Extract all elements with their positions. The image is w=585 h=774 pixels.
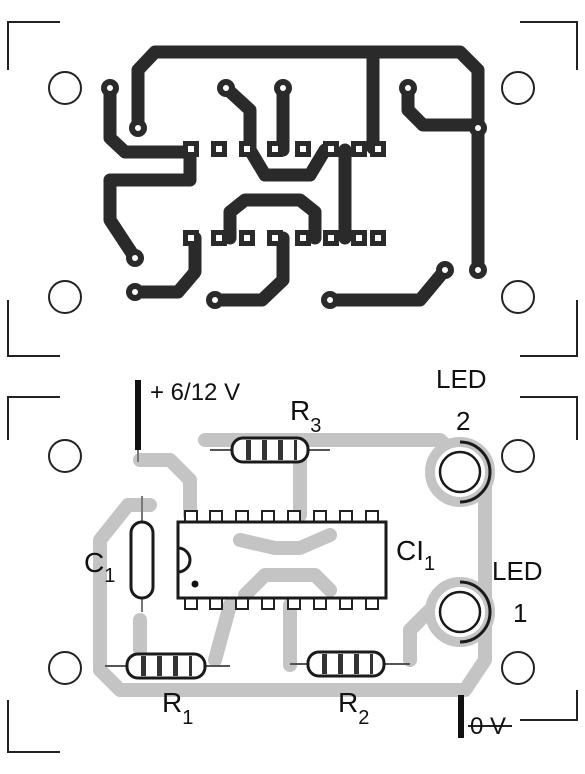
ic-body (176, 520, 388, 600)
ground-label: 0 V (470, 713, 506, 740)
component-pad (126, 249, 144, 267)
ic-subscript: 1 (424, 553, 435, 575)
bottom-board-corners (7, 396, 578, 753)
r1-label: R1 (162, 687, 193, 729)
led2-number: 2 (456, 406, 470, 436)
mounting-hole (501, 280, 535, 314)
top-board-corners (7, 21, 578, 357)
component-pad (126, 283, 144, 301)
mounting-hole (501, 439, 535, 473)
mounting-hole (48, 439, 82, 473)
copper-layout (7, 21, 578, 357)
mounting-hole (48, 71, 82, 105)
mounting-holes-top (48, 71, 535, 314)
mounting-holes-bottom (48, 439, 535, 685)
component-pad (321, 291, 339, 309)
mounting-hole (48, 651, 82, 685)
mounting-hole (501, 71, 535, 105)
copper-traces (103, 45, 485, 307)
r3-letter: R (290, 395, 310, 426)
led-1 (425, 577, 495, 647)
resistor-r2 (290, 650, 410, 678)
pad-drill-holes (188, 146, 381, 241)
round-pads (101, 79, 487, 309)
resistor-r3 (210, 436, 330, 464)
component-pad (217, 79, 235, 97)
mounting-hole (501, 651, 535, 685)
ground-wire (458, 695, 512, 738)
component-pad (101, 79, 119, 97)
r2-letter: R (338, 687, 358, 718)
resistor-r1 (105, 652, 230, 680)
ic-letters: CI (396, 535, 424, 566)
r2-subscript: 2 (358, 707, 369, 729)
component-pad (399, 79, 417, 97)
r1-letter: R (162, 687, 182, 718)
led1-number: 1 (513, 598, 527, 628)
mounting-hole (48, 280, 82, 314)
component-pad (436, 261, 454, 279)
ic-pins-top (184, 510, 379, 523)
ic-label: CI1 (396, 535, 435, 575)
component-placement: + 6/12 V 0 V LED 2 LED 1 R3 R1 R2 C1 CI1 (7, 364, 578, 753)
c1-letter: C (84, 547, 104, 578)
r2-label: R2 (338, 687, 369, 729)
led-2 (425, 437, 495, 507)
component-pad (469, 119, 487, 137)
c1-subscript: 1 (104, 565, 115, 587)
led1-title: LED (492, 556, 543, 586)
supply-label: + 6/12 V (150, 379, 240, 406)
component-pad (206, 291, 224, 309)
component-pad (129, 119, 147, 137)
ic-notch (177, 546, 192, 574)
r3-subscript: 3 (310, 415, 321, 437)
capacitor-c1 (129, 496, 155, 612)
component-pad (274, 79, 292, 97)
ic-chip (176, 510, 388, 610)
led2-title: LED (436, 364, 487, 394)
c1-label: C1 (84, 547, 115, 587)
component-pad (469, 261, 487, 279)
r1-subscript: 1 (182, 707, 193, 729)
ic-pins-bottom (184, 597, 379, 610)
ic-pin1-dot (191, 580, 199, 588)
r3-label: R3 (290, 395, 321, 437)
